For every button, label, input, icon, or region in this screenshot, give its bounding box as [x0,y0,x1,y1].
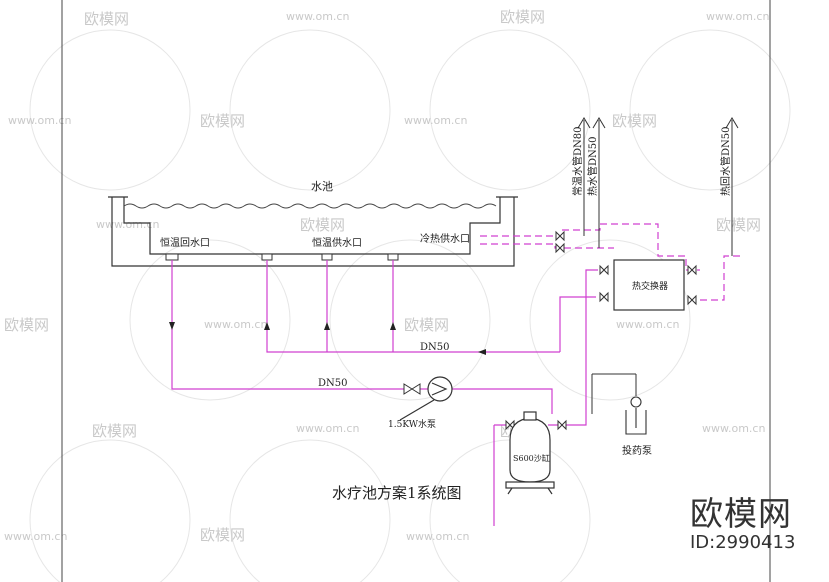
pool-structure [108,196,518,267]
drawing-frame [61,0,771,582]
watermark-brand: 欧模网 [716,216,761,234]
watermark-site: www.om.cn [296,422,359,435]
diagram-title: 水疗池方案1系统图 [332,484,462,502]
watermark-text-group: 欧模网 www.om.cn 欧模网 www.om.cn www.om.cn 欧模… [4,8,769,544]
dn50-upper-label: DN50 [420,342,450,353]
watermark-brand: 欧模网 [612,112,657,130]
watermark-brand: 欧模网 [404,316,449,334]
valves [403,230,697,431]
watermark-brand: 欧模网 [200,526,245,544]
hot-water-pipes [480,223,740,301]
watermark-brand: 欧模网 [92,422,137,440]
dn50-lower-label: DN50 [318,378,348,389]
watermark-site: www.om.cn [702,422,765,435]
return-outlet-label: 恒温回水口 [160,236,210,249]
normal-temp-pipe-label: 常温水管DN80 [571,127,584,197]
supply-risers [577,117,739,414]
watermark-site: www.om.cn [406,530,469,543]
watermark-site: www.om.cn [616,318,679,331]
main-pipes [171,260,598,526]
brand-id: ID:2990413 [690,532,796,553]
watermark-site: www.om.cn [706,10,769,23]
pool-label: 水池 [311,180,333,193]
sand-filter-label: S600沙缸 [513,453,550,463]
water-surface [123,203,497,209]
dosing-pump-label: 投药泵 [622,444,652,457]
brand-name: 欧模网 [690,494,792,533]
watermark-site: www.om.cn [4,530,67,543]
watermark-brand: 欧模网 [84,10,129,28]
hot-pipe-label: 热水管DN50 [586,137,599,197]
pump-label: 1.5KW水泵 [388,418,436,430]
watermark-brand: 欧模网 [500,8,545,26]
brand-watermark: 欧模网 ID:2990413 [690,496,795,554]
watermark-site: www.om.cn [286,10,349,23]
watermark-site: www.om.cn [204,318,267,331]
hot-return-pipe-label: 热回水管DN50 [719,127,732,197]
sand-filter-icon [505,411,555,495]
hot-cold-outlet-label: 冷热供水口 [420,232,470,245]
supply-outlet-label: 恒温供水口 [312,236,362,249]
watermark-brand: 欧模网 [300,216,345,234]
watermark-site: www.om.cn [8,114,71,127]
heat-exchanger-box [613,259,685,311]
dosing-pump-icon [625,396,647,435]
watermark-site: www.om.cn [404,114,467,127]
watermark-pattern [29,29,791,582]
flow-arrows [169,322,486,355]
pump-icon [399,376,453,421]
heat-exchanger-label: 热交换器 [632,280,668,292]
watermark-brand: 欧模网 [200,112,245,130]
watermark-brand: 欧模网 [4,316,49,334]
